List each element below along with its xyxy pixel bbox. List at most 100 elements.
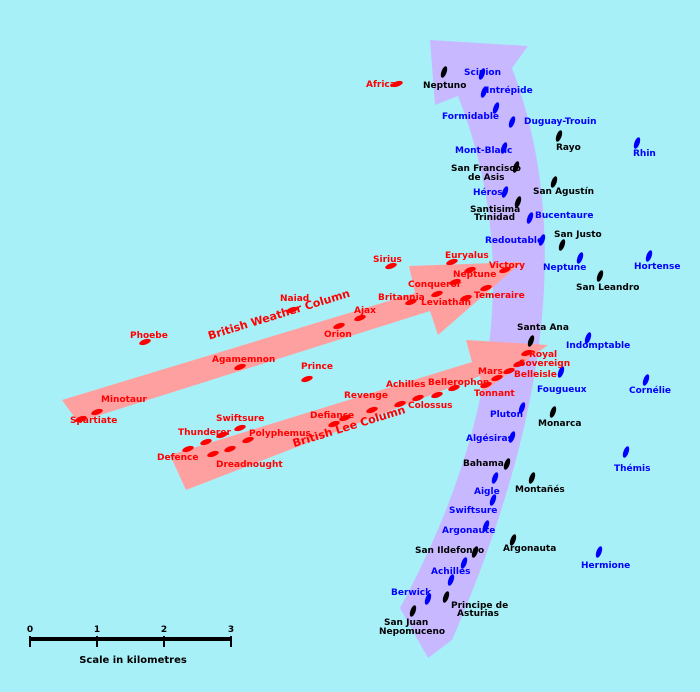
ship-label-bellerophon: Bellerophon — [428, 378, 489, 388]
ship-marker-british-9 — [405, 298, 417, 306]
ship-label-themis: Thémis — [614, 463, 650, 474]
ship-label-colossus: Colossus — [408, 401, 453, 411]
ship-label-neptuno: Neptuno — [423, 81, 466, 91]
ship-label-royal: Royal — [529, 350, 557, 360]
scale-tick-mark-0 — [29, 636, 31, 647]
ship-label-temeraire: Temeraire — [474, 291, 525, 301]
ship-marker-british-33 — [182, 445, 194, 453]
ship-marker-french-8 — [538, 234, 546, 246]
ship-label-santisima: Santisima — [470, 205, 520, 215]
ship-label-thunderer: Thunderer — [178, 428, 231, 438]
ship-marker-french-1 — [480, 86, 488, 98]
ship-marker-french-7 — [526, 212, 534, 224]
ship-label-sovereign: Sovereign — [519, 359, 570, 369]
ship-marker-french-5 — [633, 137, 641, 149]
ship-marker-spanish-11 — [471, 546, 479, 558]
ship-label-sirius: Sirius — [373, 255, 402, 265]
ship-label-san-leandro: San Leandro — [576, 283, 639, 293]
ship-label-spartiate: Spartiate — [70, 416, 117, 426]
ship-label-defence: Defence — [157, 453, 198, 463]
ship-marker-french-15 — [508, 431, 516, 443]
ship-marker-british-36 — [207, 450, 219, 458]
ship-marker-french-19 — [482, 520, 490, 532]
ship-label-agamemnon: Agamemnon — [212, 355, 275, 365]
ship-marker-spanish-6 — [596, 270, 604, 282]
ship-label-neptune-british: Neptune — [453, 270, 496, 280]
ship-marker-french-14 — [518, 402, 526, 414]
ship-marker-spanish-5 — [558, 239, 566, 251]
ship-marker-french-12 — [557, 366, 565, 378]
ship-label-rayo: Rayo — [556, 143, 581, 153]
scale-tick-mark-1 — [96, 636, 98, 647]
scale-bar: 0 1 2 3 Scale in kilometres — [27, 625, 234, 666]
ship-marker-spanish-10 — [528, 472, 536, 484]
ship-marker-british-31 — [216, 431, 228, 439]
ship-label-nepomuceno: Nepomuceno — [379, 627, 445, 637]
ship-label-prince: Prince — [301, 362, 333, 372]
ship-marker-british-27 — [366, 406, 378, 414]
scale-tick-label-1: 1 — [94, 625, 100, 635]
ship-marker-british-23 — [448, 384, 460, 392]
ship-marker-french-23 — [424, 593, 432, 605]
ship-label-duguay-trouin: Duguay-Trouin — [524, 117, 596, 127]
ship-marker-spanish-0 — [440, 66, 448, 78]
ship-label-minotaur: Minotaur — [101, 395, 147, 405]
ship-label-aigle: Aigle — [474, 487, 500, 497]
ship-marker-french-0 — [478, 68, 486, 80]
ship-marker-british-16 — [91, 408, 103, 416]
ship-label-san-ildefonso: San Ildefonso — [415, 546, 484, 556]
ship-marker-spanish-9 — [503, 458, 511, 470]
scale-tick-label-2: 2 — [161, 625, 167, 635]
ship-marker-spanish-12 — [509, 534, 517, 546]
ship-marker-british-18 — [521, 349, 533, 357]
ship-marker-british-28 — [339, 414, 351, 422]
ship-label-montanes: Montañés — [515, 484, 565, 495]
ship-marker-french-3 — [508, 116, 516, 128]
ship-label-britannia: Britannia — [378, 293, 425, 303]
ship-label-conqueror: Conqueror — [408, 280, 462, 290]
ship-label-santa-ana: Santa Ana — [517, 323, 569, 333]
scale-tick-label-0: 0 — [27, 625, 33, 635]
ship-label-argonaute: Argonaute — [442, 526, 495, 536]
ship-label-cornelie: Cornélie — [629, 385, 671, 396]
ship-marker-french-16 — [622, 446, 630, 458]
ship-label-achilles-french: Achilles — [431, 567, 470, 577]
ship-marker-british-2 — [446, 258, 458, 266]
ship-marker-french-2 — [492, 102, 500, 114]
allied-fleet-arrow — [400, 40, 545, 658]
lee-column-arrow — [170, 340, 548, 490]
ship-label-phoebe: Phoebe — [130, 331, 168, 341]
ship-marker-spanish-1 — [555, 130, 563, 142]
ship-label-scipion: Scipion — [464, 68, 501, 78]
ship-label-san-agustin: San Agustín — [533, 187, 594, 197]
ship-label-revenge: Revenge — [344, 391, 388, 401]
ship-label-mont-blanc: Mont-Blanc — [455, 146, 512, 156]
ship-marker-spanish-8 — [549, 406, 557, 418]
ship-label-swiftsure-french: Swiftsure — [449, 506, 497, 516]
ship-labels-french: Scipion Intrépide Formidable Duguay-Trou… — [391, 68, 680, 598]
ship-marker-british-1 — [385, 262, 397, 270]
ship-marker-british-32 — [200, 438, 212, 446]
ship-label-hortense: Hortense — [634, 262, 680, 272]
ship-label-san-juan: San Juan — [384, 618, 428, 628]
ship-label-polyphemus: Polyphemus — [249, 429, 311, 439]
ship-marker-british-3 — [464, 266, 476, 274]
ship-label-san-francisco: San Francisco — [451, 164, 521, 174]
ship-marker-french-22 — [447, 574, 455, 586]
ship-markers — [75, 66, 653, 617]
ship-marker-british-10 — [354, 314, 366, 322]
scale-tick-mark-2 — [163, 636, 165, 647]
ship-marker-french-21 — [460, 557, 468, 569]
ship-marker-british-8 — [460, 294, 472, 302]
ship-marker-spanish-13 — [442, 591, 450, 603]
ship-marker-french-17 — [491, 472, 499, 484]
ship-marker-spanish-7 — [527, 335, 535, 347]
ship-label-algesiras: Algésiras — [466, 433, 513, 444]
ship-label-berwick: Berwick — [391, 588, 432, 598]
ship-label-pluton: Pluton — [490, 410, 523, 420]
ship-labels-spanish: Neptuno Rayo San Francisco de Asis San A… — [379, 81, 639, 637]
ship-label-principe-de: Principe de — [451, 601, 508, 611]
ship-label-belleisle: Belleisle — [514, 370, 557, 380]
ship-marker-british-34 — [242, 436, 254, 444]
ship-label-argonauta: Argonauta — [503, 544, 556, 554]
